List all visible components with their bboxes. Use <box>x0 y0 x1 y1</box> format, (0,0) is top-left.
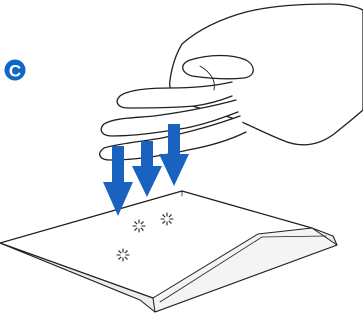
hand-thumb <box>183 56 254 79</box>
three-finger-hand-icon <box>100 4 363 160</box>
step-badge-label: C <box>9 62 21 81</box>
touchpad-icon <box>0 191 337 312</box>
step-badge: C <box>5 60 26 81</box>
